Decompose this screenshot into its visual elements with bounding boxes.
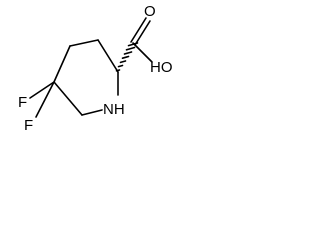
bond-carbonyl-right xyxy=(134,20,151,46)
molecule-structure-diagram: O HO NH F F xyxy=(18,3,173,134)
bond-c4-c5 xyxy=(53,45,71,83)
bond-c2-c3 xyxy=(97,39,119,73)
bond-c5-f1 xyxy=(29,81,55,99)
atom-label-fluorine-1: F xyxy=(18,94,27,111)
bond-c6-n1 xyxy=(81,109,103,116)
bond-c5-c6 xyxy=(53,81,83,116)
stereo-hashed-wedge-bond xyxy=(115,42,139,72)
bond-c5-f2 xyxy=(35,81,55,118)
atom-label-nitrogen: NH xyxy=(103,101,125,118)
bond-carbonyl-left xyxy=(130,17,147,43)
atom-label-oxygen-double: O xyxy=(144,3,156,20)
atom-label-fluorine-2: F xyxy=(24,117,33,134)
bond-c3-c4 xyxy=(69,39,99,47)
molecule-structure-canvas: O HO NH F F xyxy=(0,0,204,152)
atom-label-hydroxyl: HO xyxy=(150,59,173,76)
bond-c-oh xyxy=(132,42,153,63)
